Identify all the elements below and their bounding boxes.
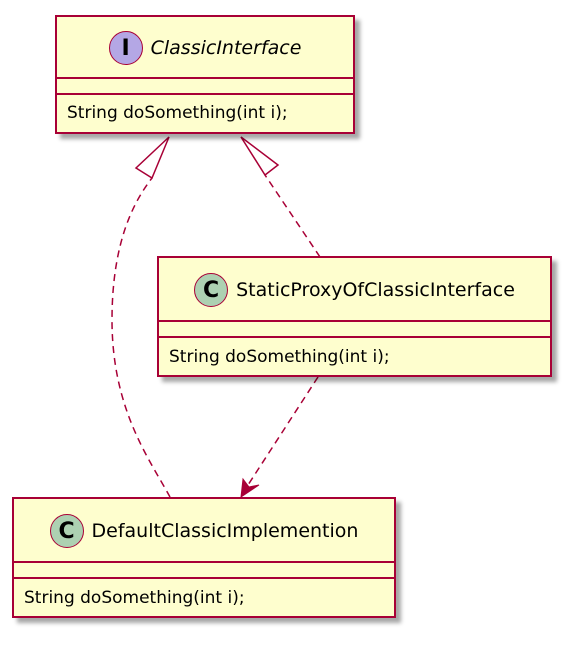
class-box-default-impl[interactable]: C DefaultClassicImplemention String doSo… <box>12 497 396 618</box>
class-box-static-proxy[interactable]: C StaticProxyOfClassicInterface String d… <box>157 256 552 377</box>
method-signature: String doSomething(int i); <box>67 103 288 123</box>
dependency-arrowhead <box>240 477 260 499</box>
realization-edge-proxy-to-interface <box>264 174 321 258</box>
dependency-edge-proxy-to-default <box>247 376 319 486</box>
class-header: C StaticProxyOfClassicInterface <box>159 258 550 322</box>
realization-arrowhead-proxy <box>240 136 280 177</box>
method-separator <box>57 93 353 95</box>
attribute-separator <box>159 320 550 322</box>
class-name: DefaultClassicImplemention <box>91 520 359 542</box>
class-box-classic-interface[interactable]: I ClassicInterface String doSomething(in… <box>55 15 355 134</box>
class-stereotype-icon: C <box>49 514 84 548</box>
method-signature: String doSomething(int i); <box>169 347 390 367</box>
method-separator <box>14 577 394 579</box>
class-name: StaticProxyOfClassicInterface <box>236 279 515 301</box>
class-name: ClassicInterface <box>150 37 302 59</box>
method-signature: String doSomething(int i); <box>24 588 245 608</box>
realization-edge-default-to-interface <box>111 177 171 498</box>
method-separator <box>159 336 550 338</box>
class-header: I ClassicInterface <box>57 17 353 79</box>
realization-arrowhead-default <box>134 136 170 180</box>
class-header: C DefaultClassicImplemention <box>14 499 394 563</box>
interface-stereotype-icon: I <box>108 31 143 65</box>
attribute-separator <box>14 561 394 563</box>
attribute-separator <box>57 77 353 79</box>
class-stereotype-icon: C <box>194 273 229 307</box>
